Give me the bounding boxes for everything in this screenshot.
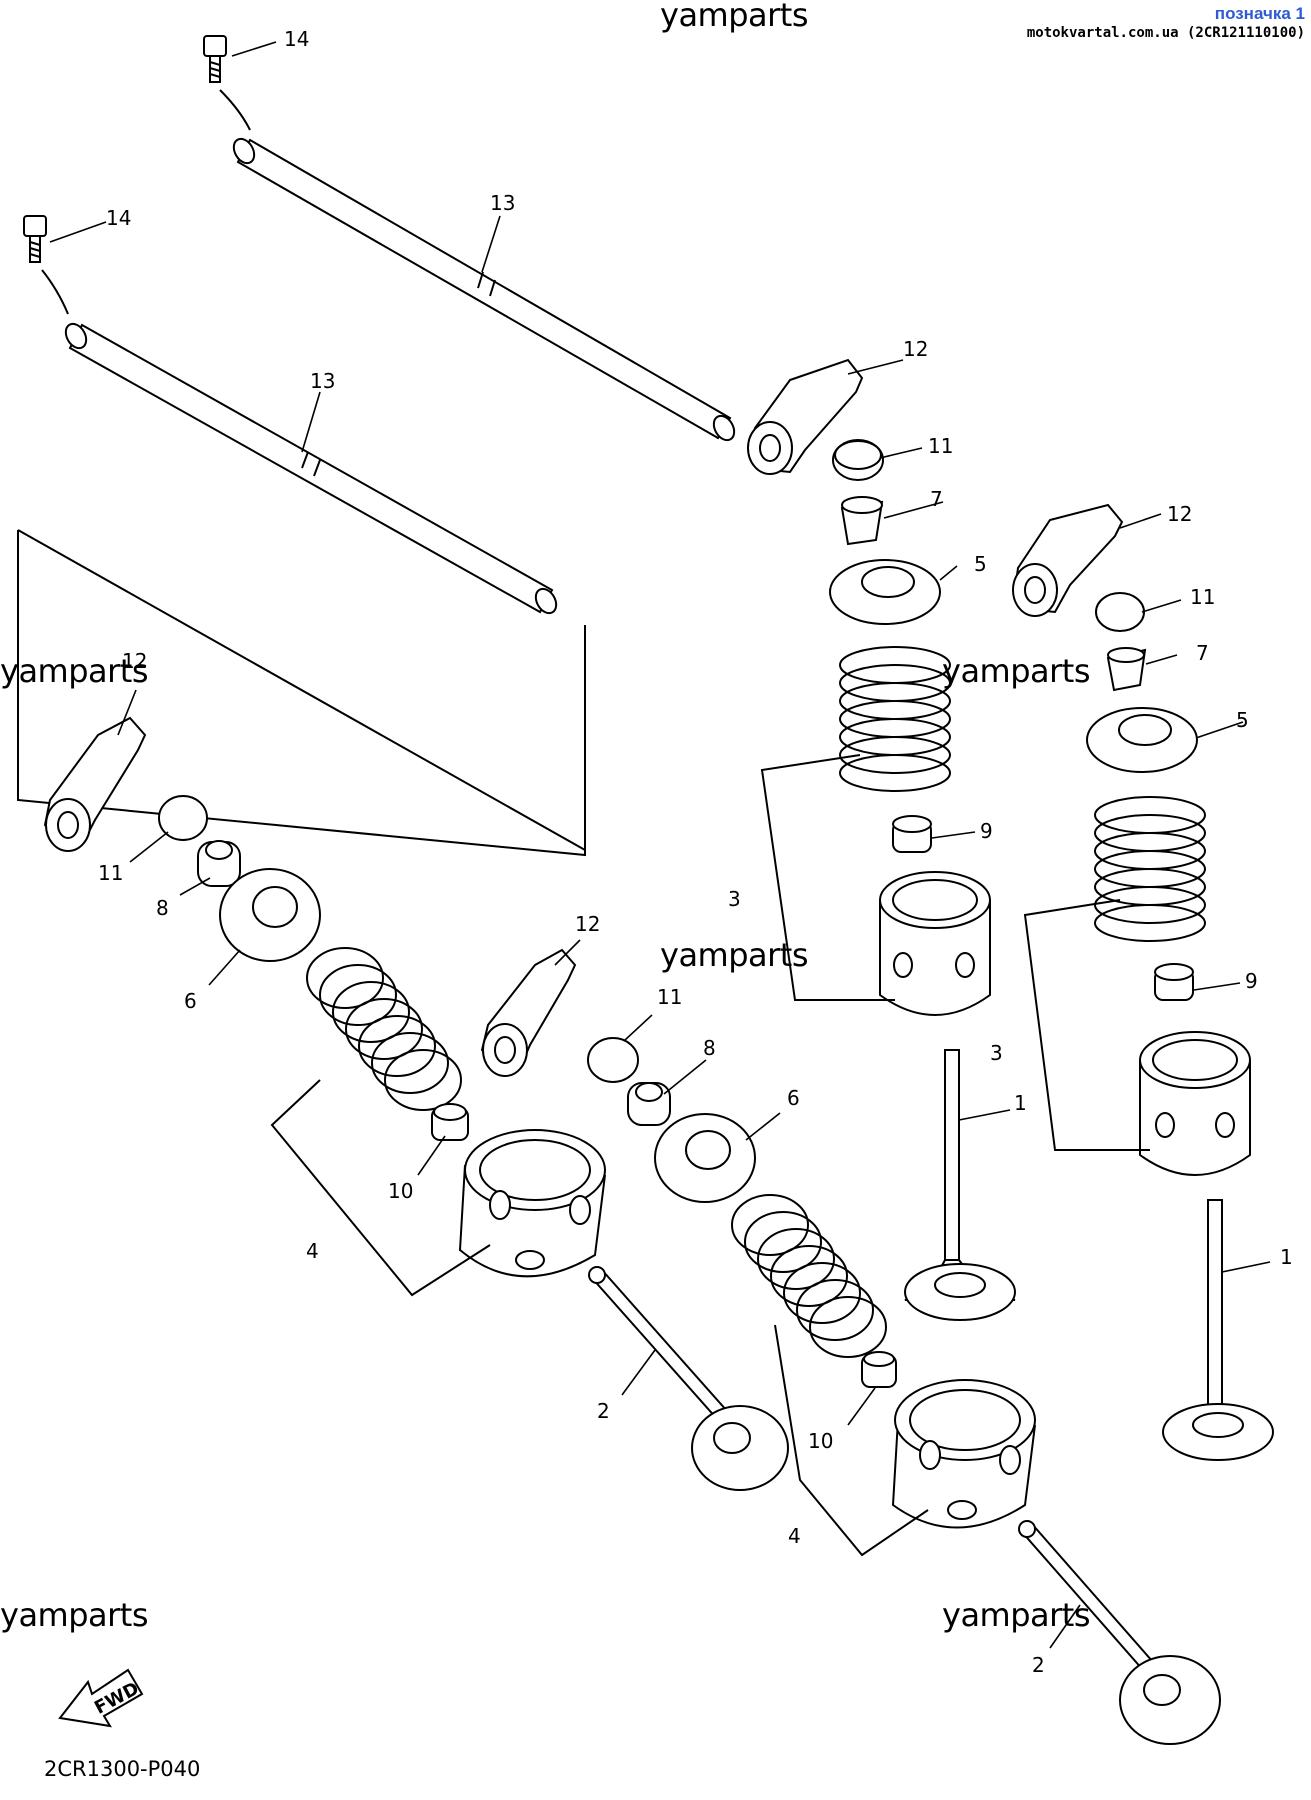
watermark: yamparts [660, 936, 809, 974]
valve-cotter [1106, 647, 1147, 692]
callout-bracket [270, 1079, 491, 1297]
watermark: yamparts [942, 1596, 1091, 1634]
callout-label: 13 [310, 369, 335, 393]
callout-label: 12 [903, 337, 928, 361]
callout-label: 11 [1190, 585, 1215, 609]
spring-retainer [219, 868, 321, 962]
spring-retainer [1086, 707, 1198, 773]
callout-label: 4 [788, 1524, 801, 1548]
callout-label: 13 [490, 191, 515, 215]
callout-label: 6 [787, 1086, 800, 1110]
spring-retainer [654, 1113, 756, 1203]
valve-cotter [840, 496, 884, 546]
rocker-shaft-upper [232, 137, 736, 442]
spring-retainer [829, 559, 941, 625]
fwd-arrow-icon: FWD [58, 1668, 144, 1728]
rocker-arm [43, 716, 147, 852]
exhaust-valve [1018, 1520, 1221, 1745]
callout-label: 11 [657, 985, 682, 1009]
callout-label: 14 [284, 27, 309, 51]
callout-label: 5 [974, 552, 987, 576]
callout-label: 3 [728, 887, 741, 911]
callout-label: 12 [575, 912, 600, 936]
callout-label: 1 [1014, 1091, 1027, 1115]
assembly-bracket-left [17, 529, 586, 857]
diagram-code: 2CR1300-P040 [44, 1757, 201, 1781]
valve-cotter [627, 1082, 671, 1126]
callout-label: 11 [98, 861, 123, 885]
watermark: yamparts [0, 652, 149, 690]
callout-label: 6 [184, 989, 197, 1013]
valve-spring [1094, 796, 1206, 942]
rocker-arm [747, 358, 864, 475]
valve-pad [587, 1037, 639, 1083]
callout-label: 2 [1032, 1653, 1045, 1677]
exhaust-valve [588, 1266, 789, 1491]
valve-spring [306, 947, 462, 1111]
leader-lines [49, 41, 1271, 1649]
watermark: yamparts [660, 0, 809, 34]
callout-bracket [760, 754, 895, 1001]
valve-stem-seal [861, 1351, 897, 1388]
valve-cotter [197, 840, 241, 887]
valve-stem-seal [1154, 963, 1194, 1001]
spring-seat-cup [458, 1129, 606, 1278]
callout-label: 3 [990, 1041, 1003, 1065]
callout-bracket [774, 1324, 929, 1557]
header-link[interactable]: позначка 1 motokvartal.com.ua (2CR121110… [1027, 4, 1305, 41]
rocker-shaft-lower [64, 322, 558, 615]
intake-valve [1162, 1199, 1274, 1461]
callout-label: 9 [980, 819, 993, 843]
site-reference: motokvartal.com.ua (2CR121110100) [1026, 25, 1305, 41]
spring-seat-cup [891, 1379, 1036, 1529]
valve-stem-seal [892, 815, 932, 853]
spring-seat-cup [1139, 1031, 1251, 1176]
rocker-arm [1012, 503, 1124, 617]
callout-label: 10 [808, 1429, 833, 1453]
callout-label: 1 [1280, 1245, 1293, 1269]
callout-label: 9 [1245, 969, 1258, 993]
callout-label: 4 [306, 1239, 319, 1263]
callout-label: 7 [1196, 641, 1209, 665]
callout-label: 7 [930, 487, 943, 511]
valve-pad [158, 795, 208, 841]
callout-label: 12 [122, 649, 147, 673]
callout-label: 10 [388, 1179, 413, 1203]
rocker-arm [480, 948, 577, 1077]
watermark: yamparts [0, 1596, 149, 1634]
spring-seat-cup [879, 871, 991, 1016]
callout-label: 8 [156, 896, 169, 920]
valve-stem-seal [431, 1103, 469, 1141]
watermark: yamparts [942, 652, 1091, 690]
callout-label: 8 [703, 1036, 716, 1060]
callout-bracket [1023, 899, 1150, 1151]
callout-label: 5 [1236, 708, 1249, 732]
callout-label: 2 [597, 1399, 610, 1423]
bolt-lower [23, 215, 69, 315]
callout-label: 11 [928, 434, 953, 458]
bookmark-tag[interactable]: позначка 1 [1214, 4, 1305, 23]
valve-pad [1095, 592, 1145, 632]
bolt-upper [203, 35, 251, 131]
valve-spring [731, 1194, 887, 1358]
valve-spring [839, 646, 951, 792]
callout-label: 14 [106, 206, 131, 230]
valve-pad [832, 439, 884, 481]
callout-label: 12 [1167, 502, 1192, 526]
callout-labels: 14 14 13 13 12 11 7 5 12 11 7 5 9 3 12 1… [98, 27, 1293, 1677]
intake-valve [904, 1049, 1016, 1321]
